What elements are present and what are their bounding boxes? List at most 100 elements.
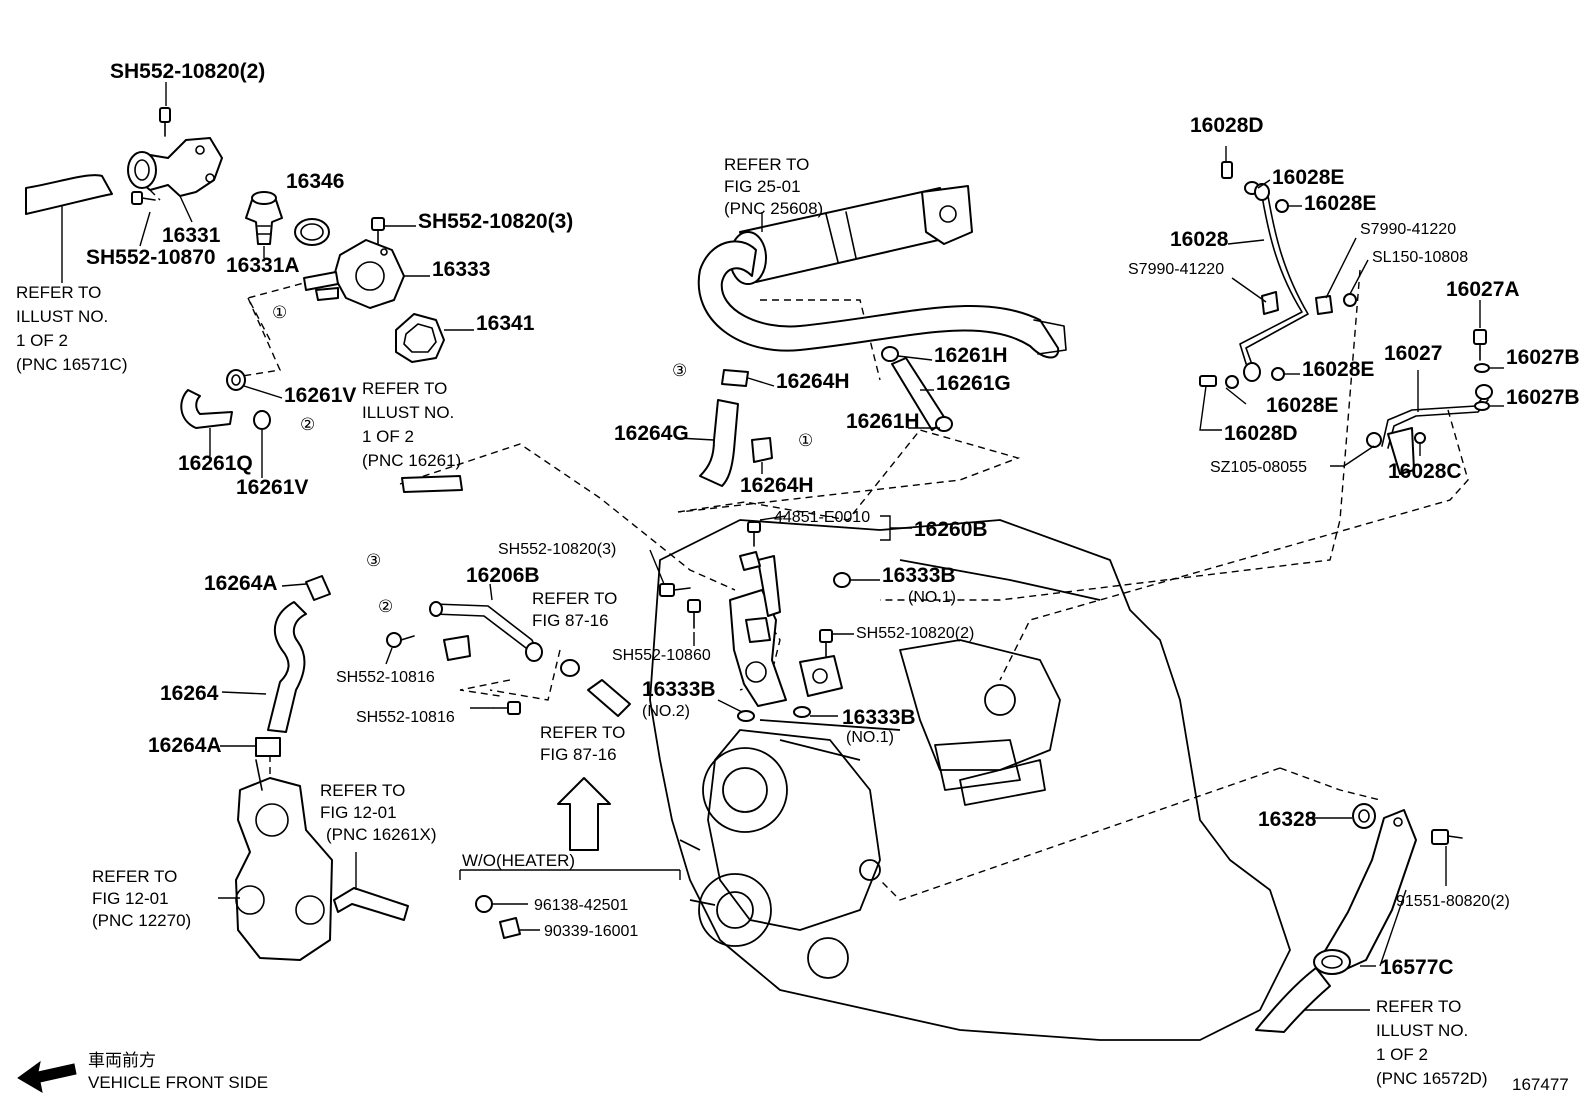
label-16028e-1: 16028E <box>1272 166 1344 189</box>
label-16027b-1: 16027B <box>1506 346 1580 369</box>
condition-label: W/O(HEATER) <box>462 851 575 870</box>
ref-text: FIG 12-01 <box>320 803 397 822</box>
hose-pnc16261x <box>333 887 409 921</box>
label-16261v-b: 16261V <box>236 476 308 499</box>
reference-fig25: REFER TO FIG 25-01 (PNC 25608) <box>724 155 823 218</box>
gasket-16027b-2 <box>1474 401 1490 411</box>
label-16206b: 16206B <box>466 564 540 587</box>
label-16333b-no1-a: 16333B <box>882 564 956 587</box>
label-sh552-10820-2-top: SH552-10820(2) <box>110 60 265 83</box>
reference-mid-illust: REFER TO ILLUST NO. 1 OF 2 (PNC 16261) <box>362 379 461 470</box>
label-16264: 16264 <box>160 682 219 705</box>
label-sl150-10808: SL150-10808 <box>1372 249 1468 266</box>
marker-3-top: ③ <box>672 361 687 380</box>
label-16027b-2: 16027B <box>1506 386 1580 409</box>
ref-text: REFER TO <box>92 867 177 886</box>
label-sh552-10820-3-top: SH552-10820(3) <box>418 210 573 233</box>
clamp-fig87 <box>560 659 580 677</box>
pipe-16577c <box>1313 809 1417 975</box>
front-side-japanese: 車両前方 <box>88 1051 156 1070</box>
label-16261h-a: 16261H <box>934 344 1008 367</box>
bolt-sh552-10860 <box>687 599 701 629</box>
clamp-16261h-b <box>935 416 953 432</box>
label-sh552-10820-3-mid: SH552-10820(3) <box>498 541 616 558</box>
bolt-sz105 <box>1366 432 1382 448</box>
label-16028e-4: 16028E <box>1266 394 1338 417</box>
outlet-16260b <box>729 551 843 707</box>
label-16261g: 16261G <box>936 372 1011 395</box>
reference-fig12-pump: REFER TO FIG 12-01 (PNC 12270) <box>92 867 191 930</box>
gasket-16027b-1 <box>1474 363 1490 373</box>
oring-16333b-no1b <box>793 706 811 718</box>
bolt-sh552-10820-3-mid <box>659 583 691 597</box>
label-16264a-top: 16264A <box>204 572 278 595</box>
clamp-s7990-a <box>1261 291 1279 315</box>
water-pump <box>235 759 333 961</box>
figure-number: 167477 <box>1512 1075 1569 1094</box>
bolt-sh552-10820-2-mid <box>819 629 833 657</box>
bolt-sh552-10870 <box>131 191 156 205</box>
reference-fig87-a: REFER TO FIG 87-16 <box>532 589 617 630</box>
clamp-16264a-bot <box>255 737 281 757</box>
bolt-sl150 <box>1343 293 1357 307</box>
label-sh552-10816-a: SH552-10816 <box>336 669 435 686</box>
label-sh552-10820-2-mid: SH552-10820(2) <box>856 625 974 642</box>
hose-bottom-right <box>1255 967 1331 1033</box>
front-side-english: VEHICLE FRONT SIDE <box>88 1073 268 1092</box>
clamp-16261h-a <box>881 346 899 362</box>
ref-text: FIG 12-01 <box>92 889 169 908</box>
label-16028c: 16028C <box>1388 460 1462 483</box>
label-16261v-a: 16261V <box>284 384 356 407</box>
gasket-16346 <box>294 218 330 246</box>
label-16028d-bottom: 16028D <box>1224 422 1298 445</box>
label-sh552-10860: SH552-10860 <box>612 647 711 664</box>
reference-fig87-b: REFER TO FIG 87-16 <box>540 723 625 764</box>
ref-text: (PNC 16261X) <box>326 825 437 844</box>
label-16333b-no1-b: 16333B <box>842 706 916 729</box>
bolt-sh552-10816-b <box>493 701 521 715</box>
label-16333b-no2: 16333B <box>642 678 716 701</box>
label-16331: 16331 <box>162 224 221 247</box>
marker-2-center: ② <box>378 597 393 616</box>
ref-text: REFER TO <box>320 781 405 800</box>
ref-text: (PNC 16261) <box>362 451 461 470</box>
label-96138-42501: 96138-42501 <box>534 897 628 914</box>
ref-text: (PNC 12270) <box>92 911 191 930</box>
label-16028d-top: 16028D <box>1190 114 1264 137</box>
clamp-s7990-b <box>1315 295 1333 315</box>
label-91551-80820: 91551-80820(2) <box>1396 893 1510 910</box>
bolt-sh552-10820-3-top <box>371 217 385 245</box>
egr-cooler <box>729 185 973 285</box>
ref-text: REFER TO <box>540 723 625 742</box>
label-16577c: 16577C <box>1380 956 1454 979</box>
marker-2-left: ② <box>300 415 315 434</box>
hose-16264g <box>699 399 739 487</box>
ref-text: (PNC 25608) <box>724 199 823 218</box>
bolt-16028d-bot <box>1199 375 1217 387</box>
ref-text: REFER TO <box>724 155 809 174</box>
washer-16028c <box>1414 432 1426 444</box>
clamp-16261v-b <box>253 410 271 430</box>
hose-fig87 <box>587 679 631 717</box>
reference-fig12-x: REFER TO FIG 12-01 (PNC 16261X) <box>320 781 437 844</box>
gasket-16341 <box>395 313 445 363</box>
bolt-16027a <box>1473 329 1487 361</box>
label-16333: 16333 <box>432 258 490 281</box>
label-16260b: 16260B <box>914 518 988 541</box>
label-16027a: 16027A <box>1446 278 1520 301</box>
clamp-16264h-b <box>751 437 773 463</box>
clamp-96138 <box>475 895 493 913</box>
ref-text: ILLUST NO. <box>1376 1021 1468 1040</box>
part-labels: SH552-10820(2) 16331 SH552-10870 16346 1… <box>86 60 1580 979</box>
label-no2: (NO.2) <box>642 703 690 720</box>
ref-text: ILLUST NO. <box>362 403 454 422</box>
label-16028e-3: 16028E <box>1302 358 1374 381</box>
label-s7990-41220-left: S7990-41220 <box>1128 261 1224 278</box>
ref-text: FIG 87-16 <box>540 745 617 764</box>
label-16264a-bottom: 16264A <box>148 734 222 757</box>
ref-text: FIG 87-16 <box>532 611 609 630</box>
oring-16333b-no2 <box>737 710 755 722</box>
label-16346: 16346 <box>286 170 344 193</box>
leader-lines <box>139 82 1504 1011</box>
